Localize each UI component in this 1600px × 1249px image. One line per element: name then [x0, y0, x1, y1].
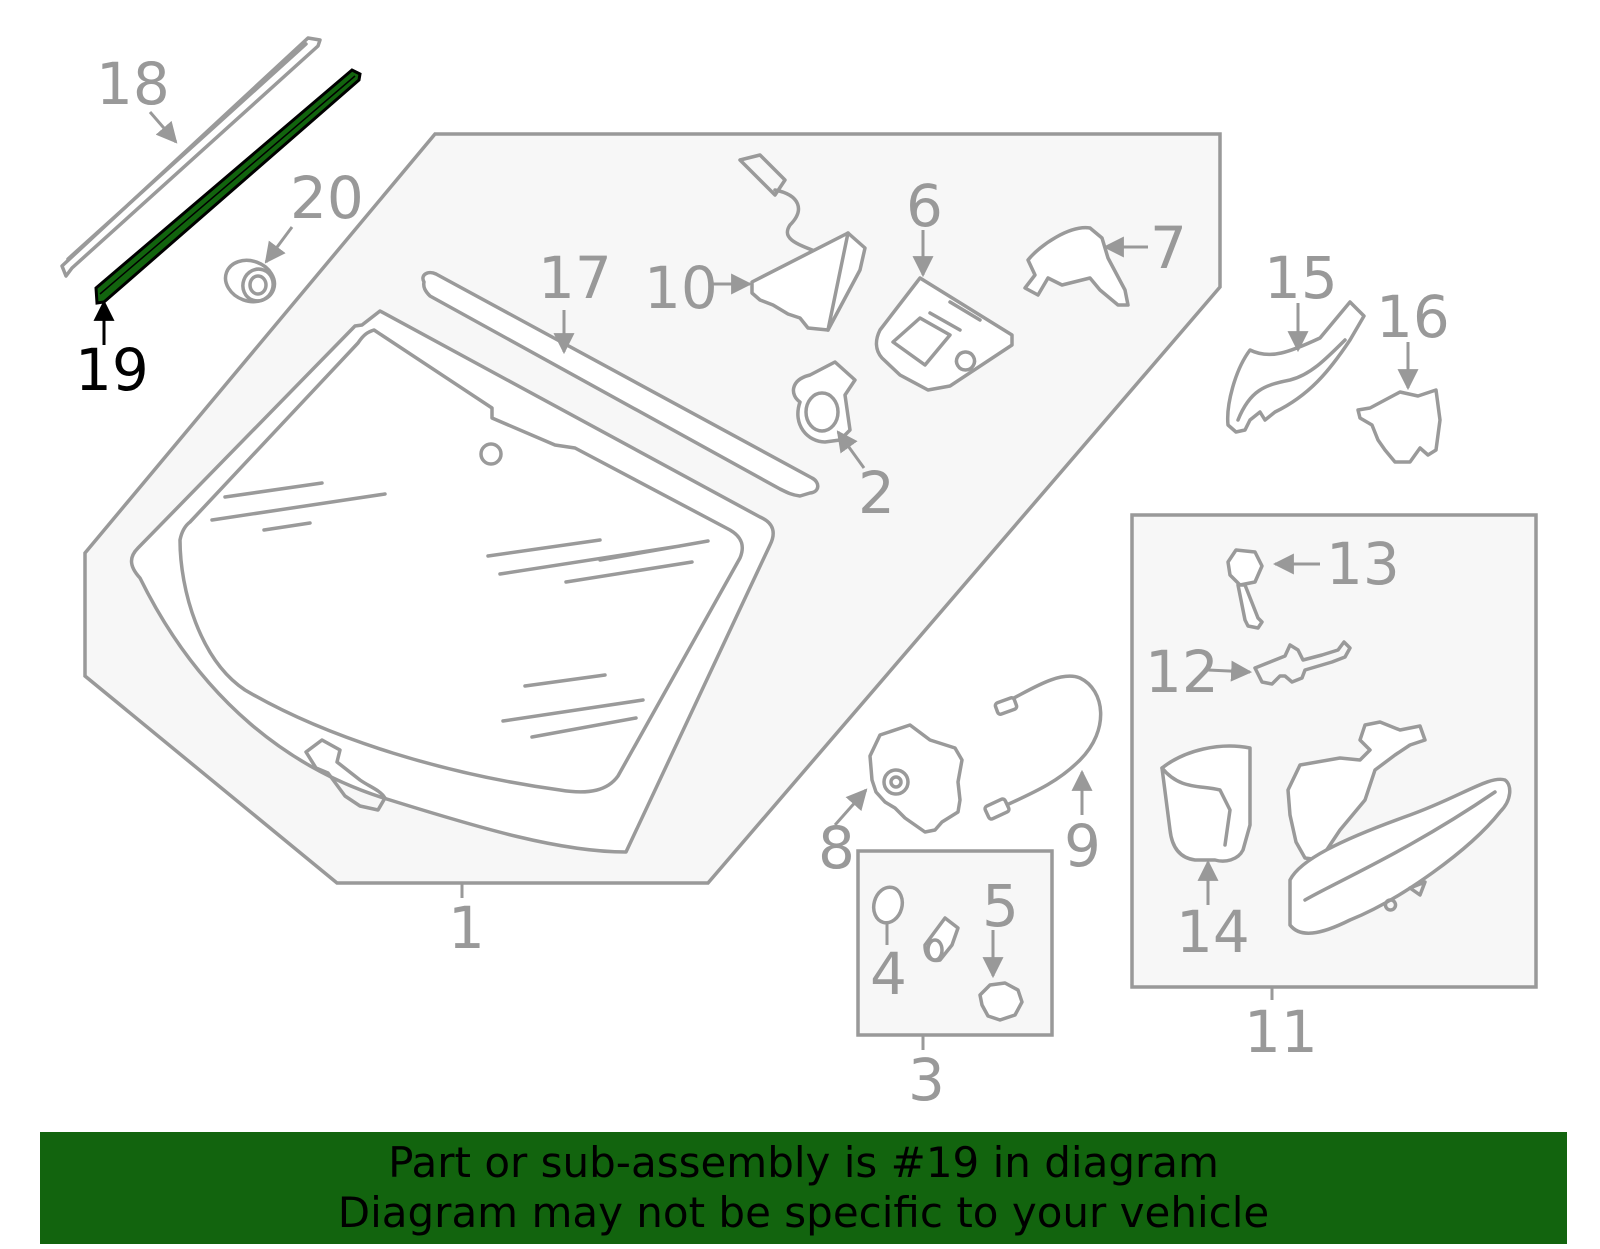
callout-6: 6	[906, 172, 943, 240]
callout-2: 2	[858, 459, 895, 527]
callout-17: 17	[538, 244, 612, 312]
callout-15: 15	[1264, 244, 1338, 312]
seal-ring	[871, 885, 905, 925]
callout-10: 10	[644, 254, 718, 322]
leader-lines	[93, 111, 1419, 1050]
wire-harness-clip	[1253, 640, 1352, 686]
callout-11: 11	[1244, 998, 1318, 1066]
callout-7: 7	[1150, 214, 1187, 282]
mirror-mount-cover	[1160, 744, 1252, 863]
callout-3: 3	[908, 1046, 945, 1114]
banner-line-2: Diagram may not be specific to your vehi…	[337, 1188, 1270, 1237]
callout-8: 8	[818, 814, 855, 882]
callout-4: 4	[870, 940, 907, 1008]
outer-moulding	[60, 36, 322, 278]
camera-cable	[983, 674, 1103, 821]
camera-module	[868, 723, 964, 834]
callout-9: 9	[1064, 812, 1101, 880]
callout-5: 5	[982, 872, 1019, 940]
bolt	[1226, 548, 1264, 630]
callout-18: 18	[96, 50, 170, 118]
mirror-cover-rear	[1356, 388, 1442, 464]
callout-12: 12	[1145, 638, 1219, 706]
lamp-socket	[923, 916, 960, 963]
info-banner: Part or sub-assembly is #19 in diagram D…	[40, 1132, 1567, 1244]
banner-line-1: Part or sub-assembly is #19 in diagram	[388, 1138, 1219, 1187]
callout-13: 13	[1326, 530, 1400, 598]
mirror-cover-front	[1225, 300, 1366, 434]
callout-16: 16	[1376, 283, 1450, 351]
sensor-clip	[791, 360, 857, 444]
callout-20: 20	[290, 164, 364, 232]
rain-sensor	[738, 153, 867, 332]
rear-view-mirror	[1286, 720, 1512, 935]
callout-1: 1	[448, 894, 485, 962]
camera-bracket	[874, 276, 1014, 392]
grommet	[223, 258, 277, 304]
mirror-bracket	[1023, 226, 1130, 307]
upper-moulding-strip	[421, 270, 820, 498]
callout-19: 19	[75, 336, 149, 404]
windshield-glass	[129, 309, 775, 854]
retainer-clip	[978, 981, 1024, 1022]
callout-14: 14	[1176, 898, 1250, 966]
